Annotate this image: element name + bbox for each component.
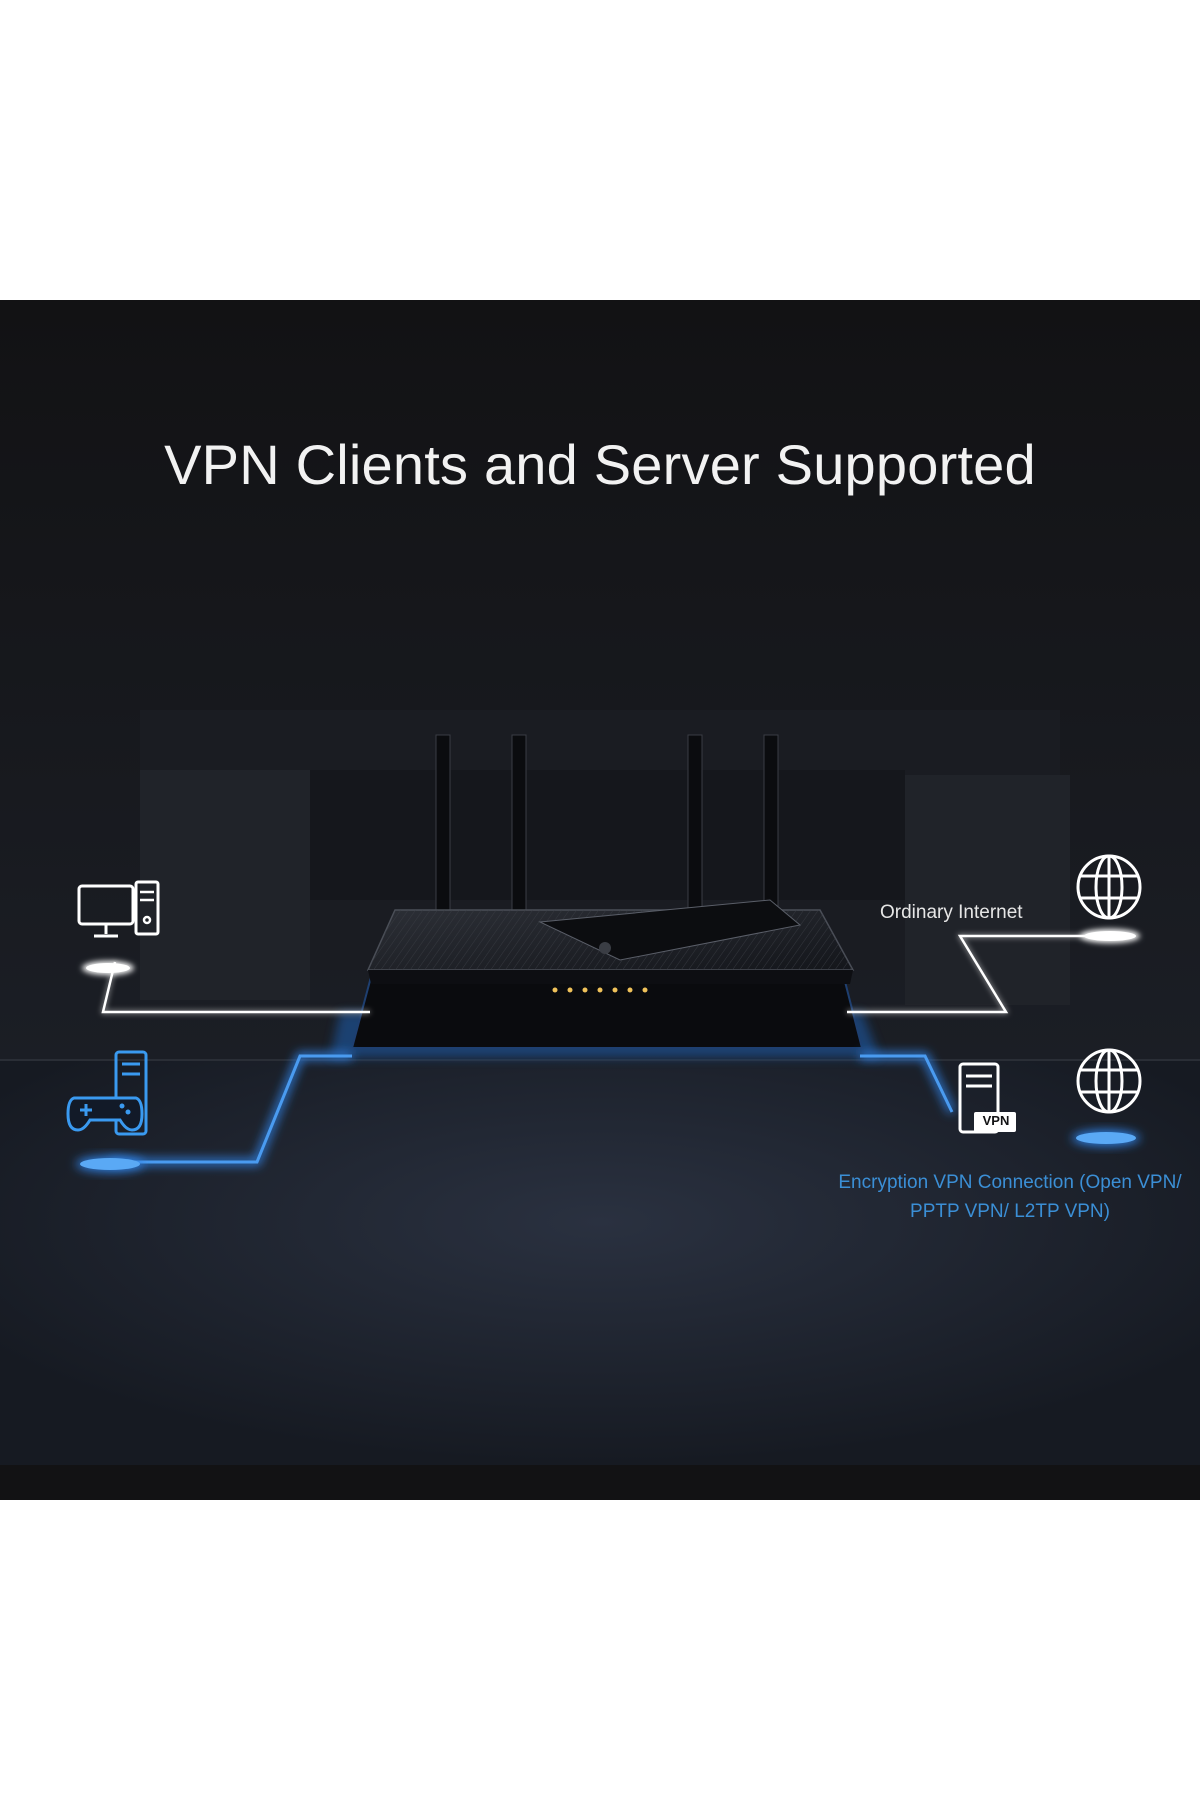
ordinary-internet-label: Ordinary Internet xyxy=(880,902,1023,923)
game-console-icon xyxy=(66,1050,148,1136)
globe-icon xyxy=(1076,854,1142,920)
desktop-computer-icon xyxy=(77,880,160,938)
vpn-server-icon xyxy=(958,1062,1016,1134)
scene-background xyxy=(0,300,1200,1500)
vpn-badge: VPN xyxy=(982,1113,1010,1128)
banner-headline: VPN Clients and Server Supported xyxy=(164,433,1036,496)
product-banner: VPN Clients and Server Supported xyxy=(0,300,1200,1500)
vpn-connection-label: Encryption VPN Connection (Open VPN/ PPT… xyxy=(838,1172,1182,1222)
globe-icon xyxy=(1076,1048,1142,1114)
